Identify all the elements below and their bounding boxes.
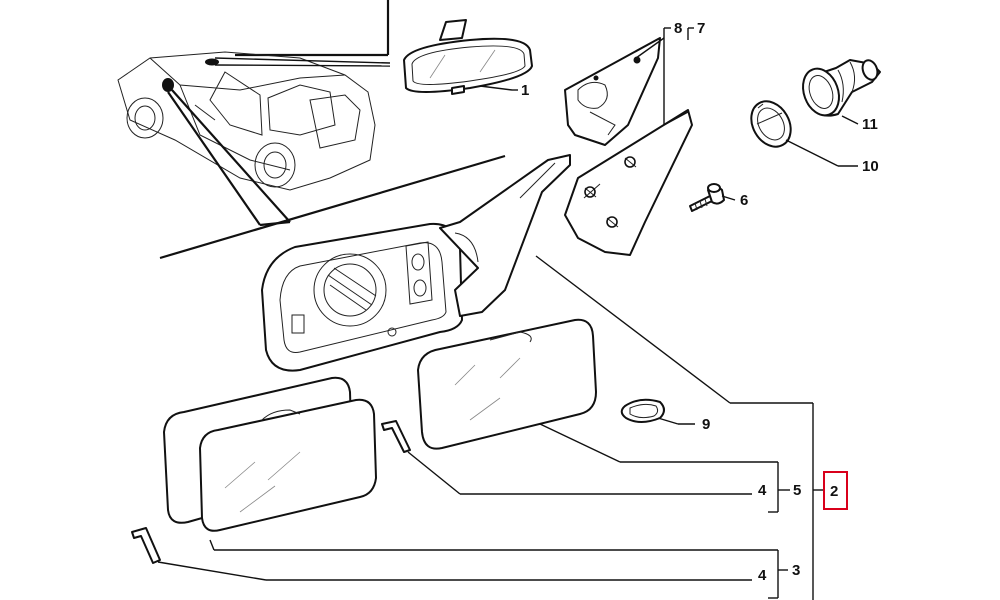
car-inset-illustration xyxy=(117,0,506,260)
callout-labels: 1 8 7 11 10 6 9 4 5 2 4 3 xyxy=(521,20,879,584)
car-inner-mirror-location xyxy=(205,58,219,66)
interior-mirror xyxy=(403,19,533,95)
callout-2-highlight-box xyxy=(823,471,848,510)
clip-upper xyxy=(381,420,411,453)
callout-6: 6 xyxy=(740,192,748,209)
callout-3: 3 xyxy=(792,562,800,579)
mounting-screw xyxy=(689,183,725,212)
grommet xyxy=(620,398,665,423)
callout-10: 10 xyxy=(862,158,879,175)
callout-1: 1 xyxy=(521,82,529,99)
callout-4-upper: 4 xyxy=(758,482,767,499)
mirror-glass-with-frame xyxy=(163,376,377,532)
rubber-boot xyxy=(802,59,881,117)
mounting-plate xyxy=(564,109,693,256)
mirror-gasket xyxy=(564,37,661,146)
mirror-housing xyxy=(261,154,571,372)
callout-2: 2 xyxy=(830,483,838,500)
retaining-ring xyxy=(750,100,792,148)
callout-8: 8 xyxy=(674,20,682,37)
callout-4-lower: 4 xyxy=(758,567,767,584)
leader-lines xyxy=(157,27,859,600)
callout-5: 5 xyxy=(793,482,801,499)
car-mirror-location xyxy=(162,78,174,92)
callout-7: 7 xyxy=(697,20,705,37)
callout-9: 9 xyxy=(702,416,710,433)
callout-11: 11 xyxy=(862,116,878,133)
clip-lower xyxy=(131,527,161,564)
mirror-glass-assembly xyxy=(417,318,597,450)
